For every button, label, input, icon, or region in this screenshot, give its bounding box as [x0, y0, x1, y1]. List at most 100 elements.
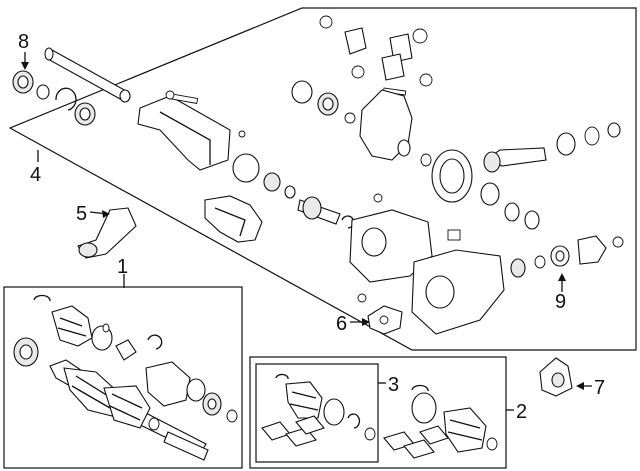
boot-ring — [232, 153, 260, 183]
carrier-cover-bore — [361, 227, 387, 257]
callout-5: 5 — [76, 203, 87, 225]
side-bearing-race-inner — [322, 97, 334, 111]
outer-cv-boot-folds — [71, 375, 111, 409]
leader-lines — [21, 52, 592, 411]
outer-clamp — [411, 384, 429, 392]
arrowhead-6 — [362, 318, 370, 326]
differential-carrier — [411, 249, 505, 335]
arrowhead-9 — [558, 273, 566, 281]
shaft-output-end — [119, 89, 131, 103]
side-gear-flange — [302, 196, 322, 220]
outer-boot — [51, 305, 93, 347]
snap-ring-2 — [341, 215, 355, 229]
axle-washer — [226, 409, 238, 423]
flange-nut — [612, 236, 624, 248]
inner-boot — [285, 381, 323, 419]
bearing-2 — [263, 172, 281, 192]
intermediate-shaft-group — [12, 47, 355, 243]
outer-large-clamp — [411, 392, 437, 424]
boot-clamp — [33, 294, 51, 302]
inner-cv-boot — [103, 385, 151, 429]
outer-boot-folds — [57, 317, 87, 337]
output-seal-inner — [555, 250, 565, 262]
outer-grease-packet-3 — [419, 425, 449, 445]
bracket-bolt-head — [165, 90, 175, 100]
callout-3: 3 — [388, 374, 399, 396]
spider-ring — [102, 323, 110, 333]
group-1-frame — [3, 286, 243, 469]
thrust-washer — [412, 28, 428, 44]
carrier-seal — [510, 258, 526, 278]
pinion-nut — [607, 122, 621, 138]
case-flange — [397, 139, 411, 157]
bracket-rib — [159, 111, 211, 165]
inner-cv-boot-folds — [109, 393, 143, 421]
thrust-washer-2 — [351, 65, 365, 79]
circlip — [147, 334, 163, 350]
side-bearing — [291, 80, 313, 104]
dust-seal-inner — [207, 398, 217, 410]
callout-8: 8 — [18, 31, 29, 53]
outer-grease-packet-2 — [403, 439, 435, 459]
callout-7: 7 — [594, 377, 605, 399]
inner-shaft-spline — [163, 431, 209, 461]
inner-boot-kit — [261, 373, 376, 447]
companion-flange — [577, 235, 607, 265]
large-clamp — [323, 398, 345, 426]
outer-kit-washer — [486, 437, 498, 451]
group-4-frame — [8, 7, 637, 351]
pinion-bearing — [556, 132, 576, 156]
oil-seal-inner — [17, 75, 29, 89]
bearing-shim — [504, 202, 520, 222]
outer-cv-boot — [63, 367, 121, 417]
drive-pinion-head — [483, 151, 501, 173]
spacer-2 — [584, 126, 600, 146]
grease-packet-3 — [295, 415, 325, 435]
differential-bearing — [480, 182, 500, 206]
transfer-housing-detail — [214, 207, 246, 237]
outer-boot-kit — [383, 384, 498, 459]
support-arm-bushing — [78, 242, 98, 258]
kit-snap-ring — [347, 413, 361, 429]
small-bolt — [238, 130, 246, 138]
pinion-gear — [344, 27, 367, 55]
shaft-spline-end — [44, 47, 54, 61]
group-3-frame — [255, 363, 379, 463]
inner-boot-folds — [289, 391, 319, 411]
group-2-frame — [249, 356, 507, 469]
tripod-joint — [115, 339, 137, 361]
differential-gear-set — [291, 15, 621, 230]
thrust-washer-3 — [419, 73, 433, 87]
inner-joint-housing — [145, 361, 191, 407]
small-clamp — [275, 373, 289, 380]
arrowhead-7 — [576, 382, 584, 390]
hub-seal-inner — [19, 344, 33, 360]
snap-ring — [55, 87, 77, 111]
arrowhead-8 — [21, 62, 29, 70]
kit-washer — [364, 427, 376, 441]
ring-gear-inner — [439, 158, 465, 194]
carrier-assembly — [349, 193, 624, 335]
transfer-housing — [204, 195, 263, 243]
callout-4: 4 — [30, 164, 41, 186]
bearing-inner — [79, 107, 91, 121]
carrier-washer — [534, 255, 546, 269]
washer-2 — [284, 185, 296, 199]
axle-nut — [148, 417, 160, 431]
bearing-bracket — [137, 95, 231, 171]
arrowhead-5 — [102, 210, 110, 218]
mount-bolt — [357, 293, 367, 303]
carrier-bore — [425, 275, 455, 309]
grease-packet — [261, 421, 291, 441]
bearing-cup — [524, 210, 540, 230]
outer-kit-boot-folds — [447, 419, 483, 441]
breather-plug — [447, 229, 461, 241]
spacer — [420, 153, 432, 167]
rear-mount-bushing — [551, 372, 565, 388]
callout-9: 9 — [555, 291, 566, 313]
washer-3 — [344, 112, 356, 124]
pinion-gear-2 — [381, 53, 405, 81]
callout-2: 2 — [516, 401, 527, 423]
pinion-washer — [319, 15, 333, 29]
